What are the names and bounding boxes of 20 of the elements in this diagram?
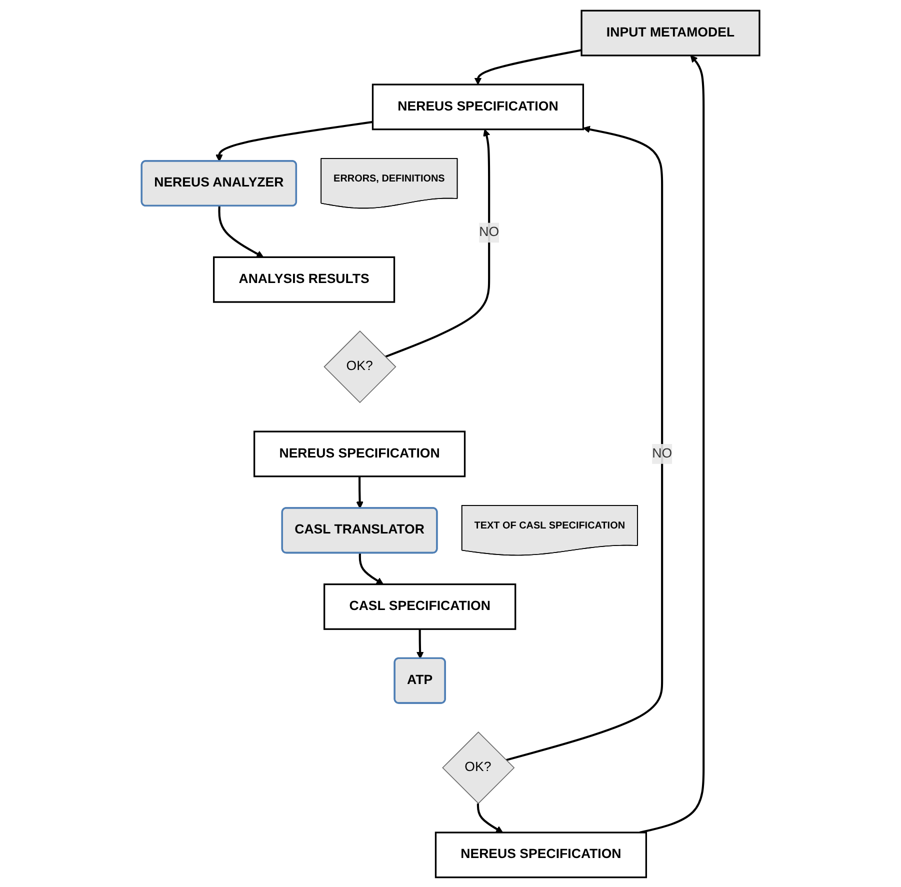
arrow	[639, 54, 705, 834]
arrow	[506, 125, 664, 761]
arrow	[356, 476, 364, 508]
node-box: ANALYSIS RESULTS	[212, 256, 396, 302]
arrow	[358, 552, 384, 584]
node-box: CASL SPECIFICATION	[323, 582, 516, 630]
arrow	[474, 48, 582, 84]
node-diamond: OK?	[442, 730, 515, 804]
node-box: NEREUS SPECIFICATION	[372, 83, 584, 130]
edge-label: NO	[479, 224, 499, 239]
arrow	[384, 128, 490, 358]
node-box: NEREUS SPECIFICATION	[253, 430, 466, 477]
arrow	[215, 120, 373, 162]
edge-label: NO	[652, 446, 672, 460]
arrow	[416, 628, 424, 658]
node-box: NEREUS SPECIFICATION	[434, 831, 647, 878]
node-box: INPUT METAMODEL	[580, 9, 760, 56]
arrow	[218, 206, 264, 258]
node-diamond: OK?	[324, 330, 396, 403]
arrow	[476, 802, 503, 832]
